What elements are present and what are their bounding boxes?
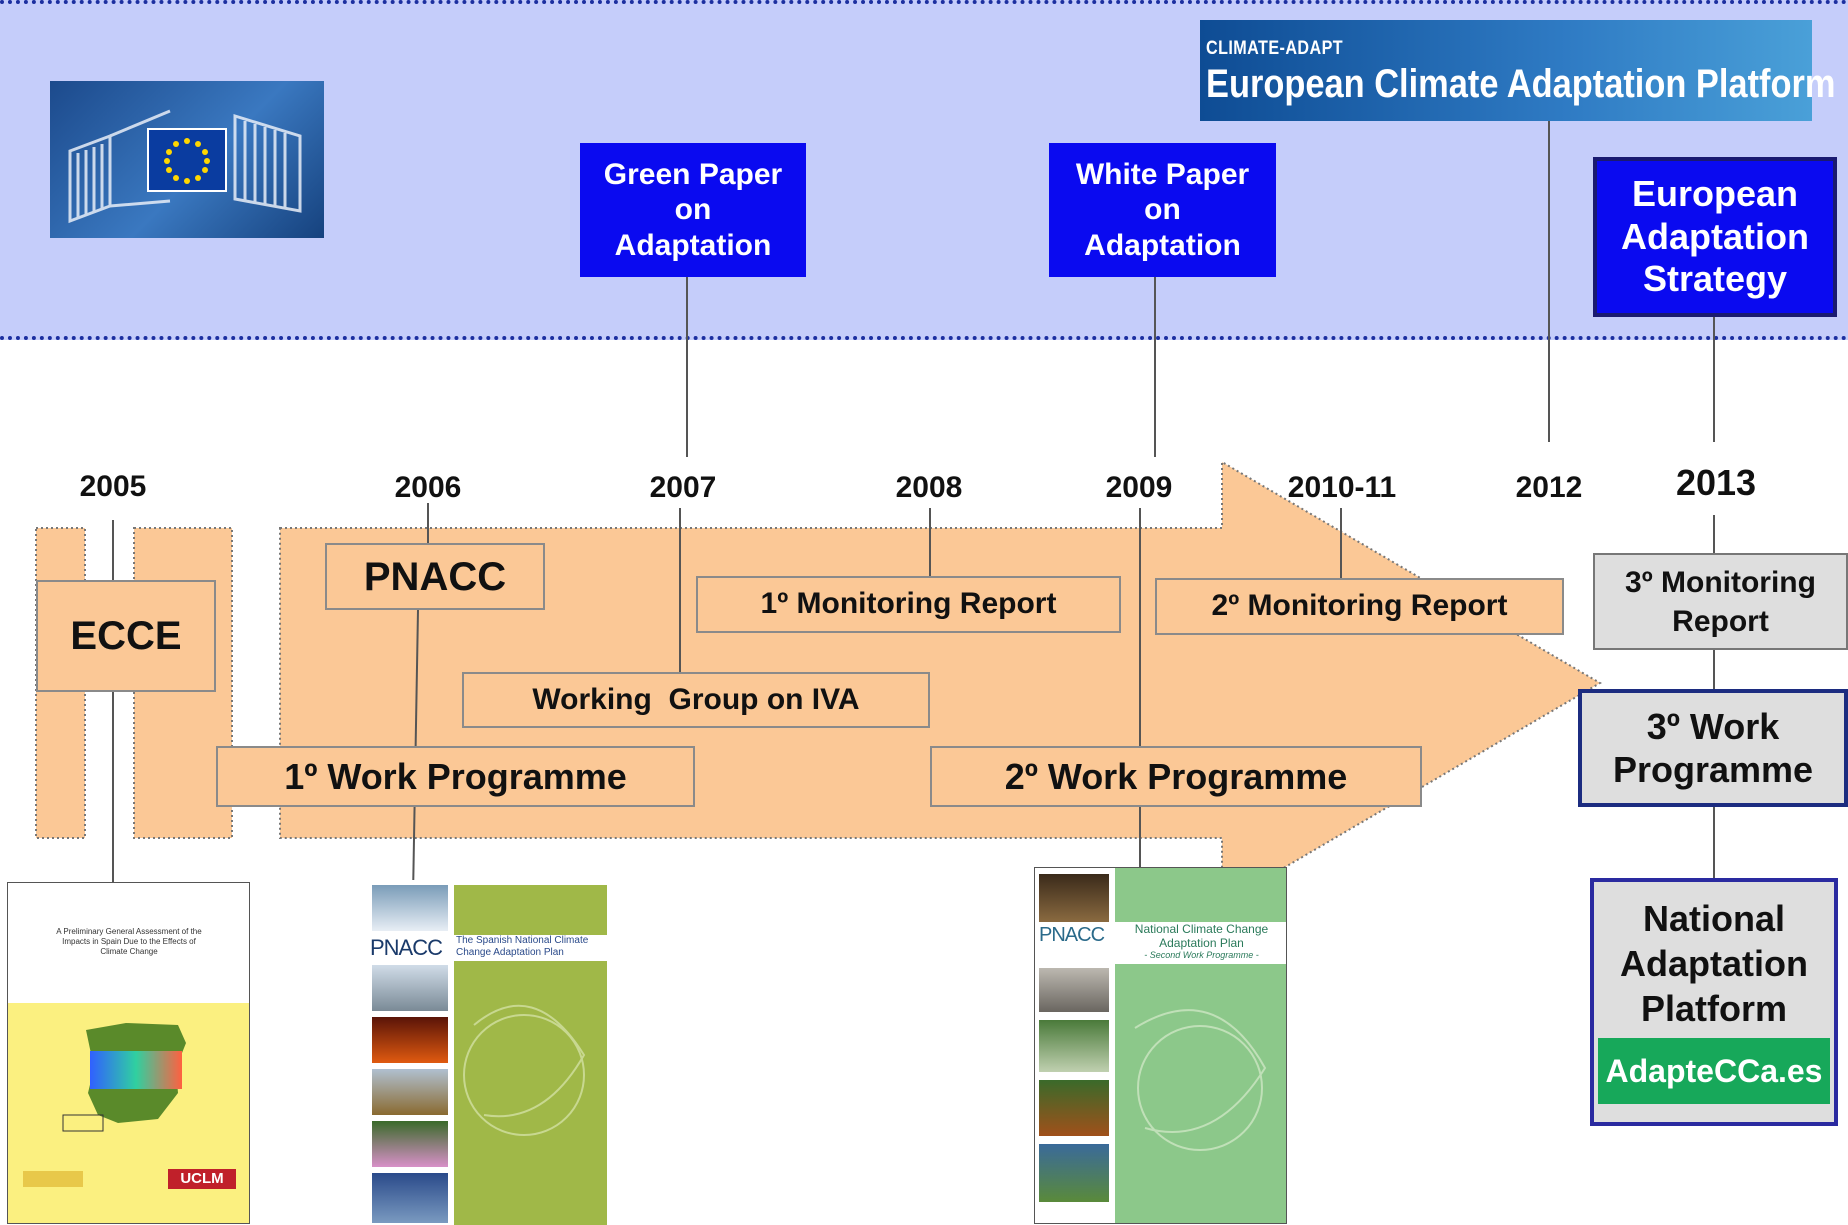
monitoring-report-3-box: 3º Monitoring Report — [1593, 553, 1848, 650]
year-2013: 2013 — [1675, 462, 1757, 503]
pnacc2-photo-strip — [1035, 868, 1111, 1223]
climate-adapt-small-label: CLIMATE-ADAPT — [1206, 38, 1344, 59]
climate-adapt-connector — [1548, 121, 1550, 442]
working-group-connector — [679, 508, 681, 673]
year-2010-11: 2010-11 — [1287, 471, 1397, 504]
european-commission-logo — [50, 81, 324, 238]
ecce-connector — [112, 520, 114, 882]
ecce-box: ECCE — [36, 580, 216, 692]
pnacc-photo-strip — [370, 885, 450, 1225]
working-group-box: Working Group on IVA — [462, 672, 930, 728]
pnacc-connector-top — [427, 503, 429, 543]
pnacc-cover-swirl — [463, 1004, 586, 1136]
monitoring-2-connector — [1340, 508, 1342, 578]
spain-map-illustration — [62, 1023, 186, 1132]
pnacc-second-programme-cover: PNACC National Climate Change Adaptation… — [1034, 867, 1287, 1224]
pnacc-cover-title: The Spanish National Climate Change Adap… — [454, 935, 607, 961]
white-paper-box: White Paper on Adaptation — [1049, 143, 1276, 277]
year-2007: 2007 — [649, 471, 717, 504]
monitoring-report-2-box: 2º Monitoring Report — [1155, 578, 1564, 635]
pnacc-box: PNACC — [325, 543, 545, 610]
year-2008: 2008 — [895, 471, 963, 504]
ecce-report-cover: A Preliminary General Assessment of the … — [7, 882, 250, 1224]
work-programme-2-box: 2º Work Programme — [930, 746, 1422, 807]
work-programme-3-box: 3º Work Programme — [1578, 689, 1848, 807]
year-2006: 2006 — [394, 471, 462, 504]
pnacc-plan-cover: PNACC The Spanish National Climate Chang… — [370, 885, 607, 1225]
monitoring-1-connector — [929, 508, 931, 576]
pnacc-cover-logo: PNACC — [370, 935, 443, 960]
national-adaptation-platform-box: National Adaptation Platform AdapteCCa.e… — [1590, 878, 1838, 1126]
year-2012: 2012 — [1515, 471, 1583, 504]
pnacc2-cover-swirl — [1134, 1009, 1267, 1151]
ministry-logo — [23, 1171, 83, 1187]
work-programme-2-connector — [1139, 508, 1141, 868]
monitoring-report-1-box: 1º Monitoring Report — [696, 576, 1121, 633]
pnacc2-cover-title: National Climate Change Adaptation Plan — [1115, 922, 1286, 950]
pnacc2-cover-logo: PNACC — [1039, 924, 1105, 946]
year-2005: 2005 — [79, 470, 147, 503]
ecce-cover-title: A Preliminary General Assessment of the … — [56, 927, 202, 956]
pnacc2-cover-subtitle: - Second Work Programme - — [1115, 950, 1286, 964]
climate-adapt-banner: CLIMATE-ADAPT European Climate Adaptatio… — [1200, 20, 1835, 121]
work-programme-1-box: 1º Work Programme — [216, 746, 695, 807]
white-paper-connector — [1154, 277, 1156, 457]
green-paper-box: Green Paper on Adaptation — [580, 143, 806, 277]
year-2009: 2009 — [1105, 471, 1173, 504]
european-adaptation-strategy-box: European Adaptation Strategy — [1593, 157, 1837, 317]
green-paper-connector — [686, 277, 688, 457]
national-adaptation-platform-label: National Adaptation Platform — [1620, 898, 1808, 1029]
uclm-logo: UCLM — [168, 1169, 236, 1189]
strategy-connector — [1713, 317, 1715, 442]
adaptecca-logo: AdapteCCa.es — [1598, 1038, 1830, 1104]
